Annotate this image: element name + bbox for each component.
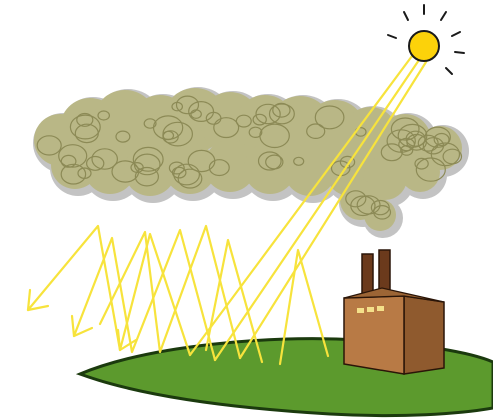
sun-ray-mark <box>455 52 464 53</box>
sun-ray-mark <box>441 12 446 20</box>
factory-window <box>367 307 374 312</box>
factory-window <box>357 308 364 313</box>
reflected-ray <box>74 230 215 360</box>
factory-side-wall <box>404 296 444 374</box>
smog-cloud-icon <box>33 87 469 238</box>
sun-ray-mark <box>452 32 460 36</box>
sun-ray-mark <box>404 12 408 20</box>
sun-ray-mark <box>388 35 396 38</box>
sun-ray-mark <box>446 68 452 74</box>
factory-window <box>377 306 384 311</box>
factory-icon <box>344 250 444 374</box>
